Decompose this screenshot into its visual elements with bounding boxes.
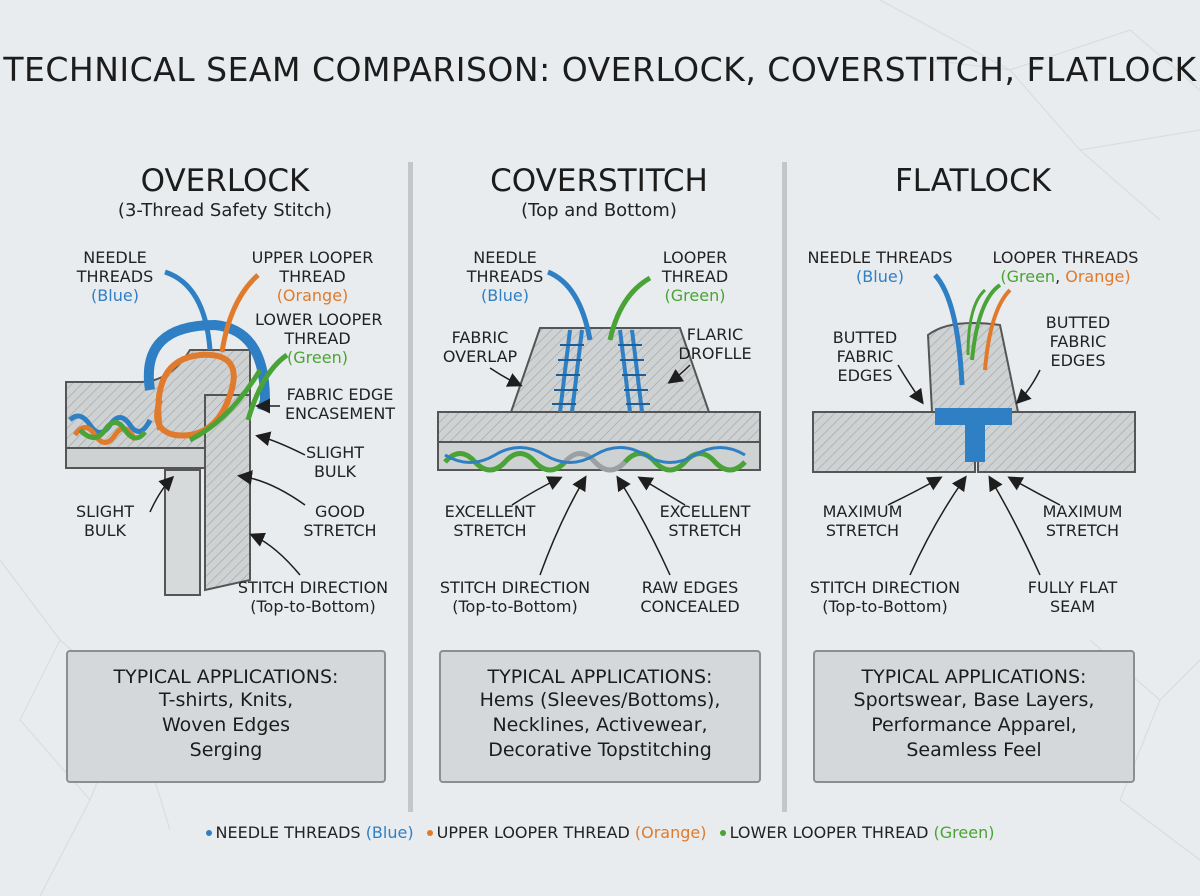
- overlock-subtitle: (3-Thread Safety Stitch): [117, 200, 333, 221]
- coverstitch-subtitle: (Top and Bottom): [521, 200, 677, 221]
- overlock-application-line: Woven Edges: [161, 714, 291, 736]
- flatlock-application-line: Seamless Feel: [906, 739, 1042, 761]
- overlock-application-line: Serging: [189, 739, 263, 761]
- coverstitch-application-line: Necklines, Activewear,: [492, 714, 708, 736]
- flatlock-applications-box: TYPICAL APPLICATIONS: Sportswear, Base L…: [813, 650, 1135, 783]
- legend-upper-looper: UPPER LOOPER THREAD (Orange): [426, 823, 712, 842]
- green-dot-icon: [719, 830, 726, 836]
- orange-dot-icon: [426, 830, 433, 836]
- overlock-direction-label: STITCH DIRECTION(Top-to-Bottom): [237, 578, 389, 616]
- coverstitch-looper-chain: [443, 446, 747, 473]
- column-divider-left: [408, 162, 413, 812]
- flatlock-direction-label: STITCH DIRECTION(Top-to-Bottom): [809, 578, 961, 616]
- coverstitch-direction-label: STITCH DIRECTION(Top-to-Bottom): [439, 578, 591, 616]
- overlock-needle-thread: [143, 319, 271, 412]
- flatlock-applications-heading: TYPICAL APPLICATIONS:: [861, 666, 1087, 688]
- flatlock-needle-label: NEEDLE THREADS(Blue): [807, 248, 953, 286]
- thread-legend: NEEDLE THREADS (Blue) UPPER LOOPER THREA…: [0, 823, 1200, 842]
- flatlock-application-line: Performance Apparel,: [871, 714, 1077, 736]
- overlock-applications-box: TYPICAL APPLICATIONS: T-shirts, Knits, W…: [66, 650, 386, 783]
- flatlock-diagram: [812, 273, 1136, 576]
- blue-dot-icon: [205, 830, 212, 836]
- flatlock-application-line: Sportswear, Base Layers,: [853, 689, 1095, 711]
- overlock-diagram: [65, 269, 306, 596]
- column-divider-right: [782, 162, 787, 812]
- overlock-application-line: T-shirts, Knits,: [158, 689, 294, 711]
- coverstitch-diagram: [437, 269, 761, 576]
- legend-needle: NEEDLE THREADS (Blue): [205, 823, 419, 842]
- coverstitch-applications-box: TYPICAL APPLICATIONS: Hems (Sleeves/Bott…: [439, 650, 761, 783]
- flatlock-raised-seam: [926, 322, 1020, 413]
- coverstitch-fabric-base: [437, 411, 761, 443]
- overlock-title: OVERLOCK: [140, 163, 310, 199]
- overlock-applications-heading: TYPICAL APPLICATIONS:: [113, 666, 339, 688]
- legend-lower-looper: LOWER LOOPER THREAD (Green): [719, 823, 994, 842]
- coverstitch-application-line: Hems (Sleeves/Bottoms),: [479, 689, 721, 711]
- main-title: TECHNICAL SEAM COMPARISON: OVERLOCK, COV…: [3, 50, 1197, 89]
- coverstitch-applications-heading: TYPICAL APPLICATIONS:: [487, 666, 713, 688]
- coverstitch-title: COVERSTITCH: [490, 163, 708, 199]
- overlock-fabric-vertical: [164, 469, 201, 596]
- flatlock-title: FLATLOCK: [894, 163, 1052, 199]
- coverstitch-application-line: Decorative Topstitching: [488, 739, 712, 761]
- overlock-upper-looper: [154, 351, 237, 439]
- flatlock-looper-label: LOOPER THREADS (Green, Orange): [992, 248, 1139, 286]
